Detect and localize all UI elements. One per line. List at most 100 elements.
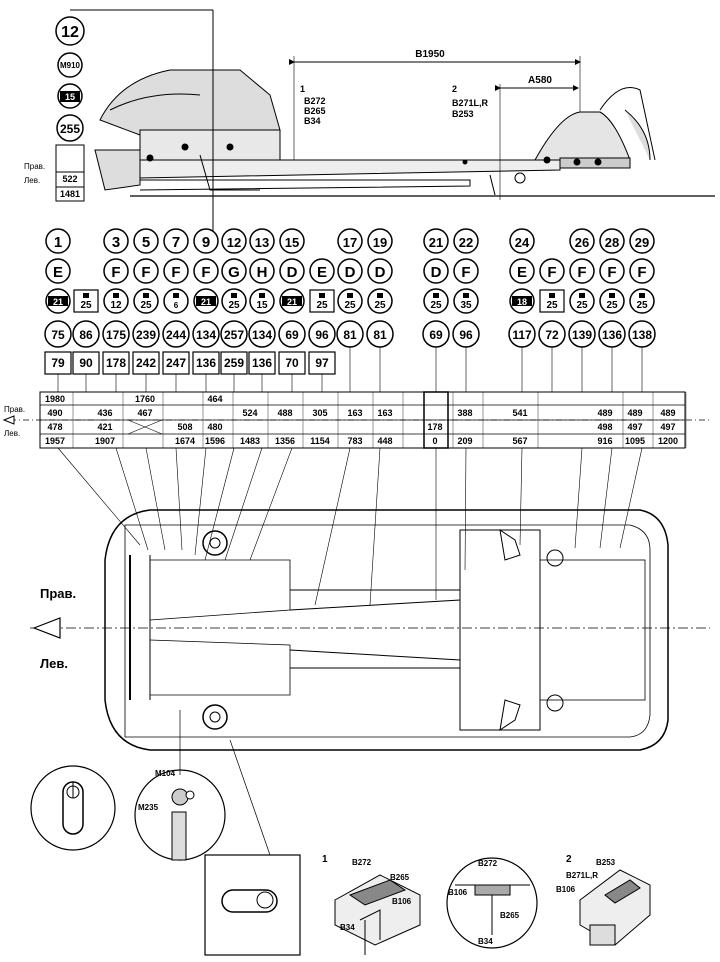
leader-line <box>57 447 141 546</box>
support-pin-icon <box>579 293 585 298</box>
point-class: F <box>577 264 586 281</box>
detail-3-mark: 2 <box>566 854 572 865</box>
table-cell: 489 <box>660 408 675 418</box>
value-a-circle <box>248 320 276 348</box>
support-height: 25 <box>576 300 588 311</box>
support-circle-icon <box>599 288 625 314</box>
table-cell: 178 <box>427 422 442 432</box>
value-b: 178 <box>106 356 126 370</box>
table-cell: 480 <box>207 422 222 432</box>
support-circle-icon <box>249 288 275 314</box>
support-height: 25 <box>316 300 328 311</box>
point-number-circle <box>629 228 655 254</box>
table-cell: 498 <box>597 422 612 432</box>
support-height: 25 <box>606 300 618 311</box>
value-b: 247 <box>166 356 186 370</box>
left-col-left-label: Лев. <box>24 176 40 185</box>
crossed-cell-mark <box>127 419 163 435</box>
table-left-label: Лев. <box>4 429 20 438</box>
table-cell: 497 <box>627 422 642 432</box>
table-cell: 209 <box>457 436 472 446</box>
detail-2: B272 B106 B265 B34 <box>446 857 538 949</box>
point-class: D <box>431 264 442 281</box>
table-cell: 1760 <box>135 394 155 404</box>
support-pad-icon <box>512 296 532 306</box>
value-b: 90 <box>79 356 93 370</box>
table-cell: 1957 <box>45 436 65 446</box>
support-height: 12 <box>110 300 122 311</box>
left-col-l: 1481 <box>60 189 80 199</box>
value-a: 86 <box>79 328 93 342</box>
table-cell: 1200 <box>658 436 678 446</box>
detail-hole-circle <box>30 765 116 851</box>
point-number: 13 <box>255 235 269 250</box>
point-class: D <box>287 264 298 281</box>
detail-1-label: B272 <box>352 858 372 867</box>
table-cell: 783 <box>347 436 362 446</box>
value-a-circle <box>278 320 306 348</box>
leader-line <box>314 447 351 606</box>
measurement-points: 1E2175792586903F121751785F252392427F6244… <box>44 228 656 392</box>
plan-left-label: Лев. <box>40 656 68 671</box>
value-b: 136 <box>196 356 216 370</box>
support-pin-icon <box>143 293 149 298</box>
side-view <box>94 69 715 197</box>
value-a-circle <box>308 320 336 348</box>
point-number: 19 <box>373 235 387 250</box>
point-number-circle <box>453 228 479 254</box>
leader-line <box>369 447 381 606</box>
leader-line <box>619 447 643 549</box>
value-a-circle <box>102 320 130 348</box>
point-number-circle <box>45 228 71 254</box>
point-class-circle <box>45 258 71 284</box>
left-col-height: 15 <box>65 92 75 102</box>
leader-line <box>464 447 467 571</box>
support-circle-icon <box>423 288 449 314</box>
leader-line <box>224 447 263 561</box>
left-col-val: 255 <box>60 122 80 136</box>
left-col-tool: M910 <box>60 61 81 70</box>
support-pin-icon <box>609 293 615 298</box>
point-number-circle <box>193 228 219 254</box>
table-cell: 1483 <box>240 436 260 446</box>
support-pin-icon <box>113 293 119 298</box>
value-a-circle <box>162 320 190 348</box>
support-pin-icon <box>549 293 555 298</box>
table-cell: 467 <box>137 408 152 418</box>
point-class: F <box>141 264 150 281</box>
support-circle-icon <box>629 288 655 314</box>
value-a-circle <box>72 320 100 348</box>
tool-m235-label: M235 <box>138 803 159 812</box>
point-number-circle <box>337 228 363 254</box>
point-class: F <box>111 264 120 281</box>
leader-line <box>175 447 183 551</box>
point-class-circle <box>103 258 129 284</box>
ref-note-2-mark: 2 <box>452 84 457 94</box>
left-column-point-12: 12 M910 15 255 522 1481 Прав. Лев. <box>24 9 214 240</box>
value-b: 242 <box>136 356 156 370</box>
point-class: F <box>547 264 556 281</box>
ref-note-2-line: B271L,R <box>452 98 489 108</box>
point-number: 5 <box>142 234 150 251</box>
table-cell: 497 <box>660 422 675 432</box>
point-number-circle <box>569 228 595 254</box>
support-circle-icon <box>163 288 189 314</box>
point-class-circle <box>309 258 335 284</box>
point-number-circle <box>599 228 625 254</box>
point-number: 12 <box>227 235 241 250</box>
value-a-circle <box>132 320 160 348</box>
point-class: H <box>257 264 268 281</box>
support-circle-icon <box>367 288 393 314</box>
value-a: 72 <box>545 328 559 342</box>
support-height: 25 <box>430 300 442 311</box>
point-class-circle <box>509 258 535 284</box>
support-box-icon <box>539 289 565 313</box>
point-number: 24 <box>515 235 530 250</box>
support-circle-icon <box>337 288 363 314</box>
dim-right-label: A580 <box>528 75 552 86</box>
detail-1-label: B34 <box>340 923 355 932</box>
support-height: 18 <box>517 297 527 307</box>
